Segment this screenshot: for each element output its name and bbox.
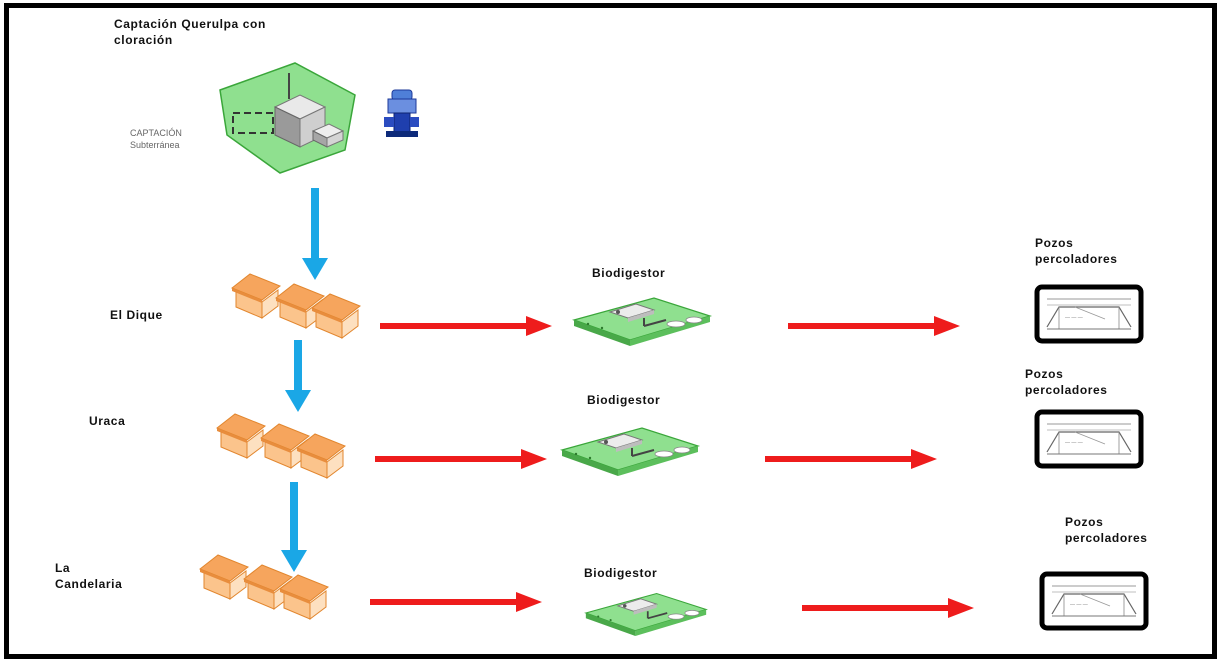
sewage-arrow-1a (380, 316, 552, 336)
sewage-arrow-3b (802, 598, 974, 618)
town-label-uraca: Uraca (89, 414, 126, 428)
captacion-building-icon (219, 62, 356, 174)
town-label-la-candelaria: La Candelaria (55, 561, 123, 591)
biodigestor-label-3: Biodigestor (584, 566, 658, 580)
pozos-label-1: Pozos percoladores (1035, 236, 1118, 266)
svg-text:— — —: — — — (1070, 602, 1088, 608)
source-sublabel: CAPTACIÓN Subterránea (130, 128, 182, 150)
chlorinator-icon (384, 89, 419, 137)
sewage-arrow-1b (788, 316, 960, 336)
source-title: Captación Querulpa con cloración (114, 17, 266, 47)
sewage-arrow-2a (375, 449, 547, 469)
town-label-el-dique: El Dique (110, 308, 163, 322)
pozos-label-3: Pozos percoladores (1065, 515, 1148, 545)
percolation-well-icon: — — — (1034, 284, 1144, 344)
water-arrow-2 (285, 340, 311, 412)
houses-icon (231, 273, 361, 339)
biodigestor-icon (560, 427, 701, 476)
water-arrow-1 (302, 188, 328, 280)
sewage-arrow-2b (765, 449, 937, 469)
pozos-label-2: Pozos percoladores (1025, 367, 1108, 397)
biodigestor-label-1: Biodigestor (592, 266, 666, 280)
biodigestor-label-2: Biodigestor (587, 393, 661, 407)
biodigestor-icon (572, 297, 713, 346)
svg-text:— — —: — — — (1065, 440, 1083, 446)
percolation-well-icon: — — — (1039, 571, 1149, 631)
houses-icon (216, 413, 346, 479)
biodigestor-icon (584, 592, 708, 636)
percolation-well-icon: — — — (1034, 409, 1144, 469)
water-arrow-3 (281, 482, 307, 572)
sewage-arrow-3a (370, 592, 542, 612)
houses-icon (199, 554, 329, 620)
svg-text:— — —: — — — (1065, 315, 1083, 321)
